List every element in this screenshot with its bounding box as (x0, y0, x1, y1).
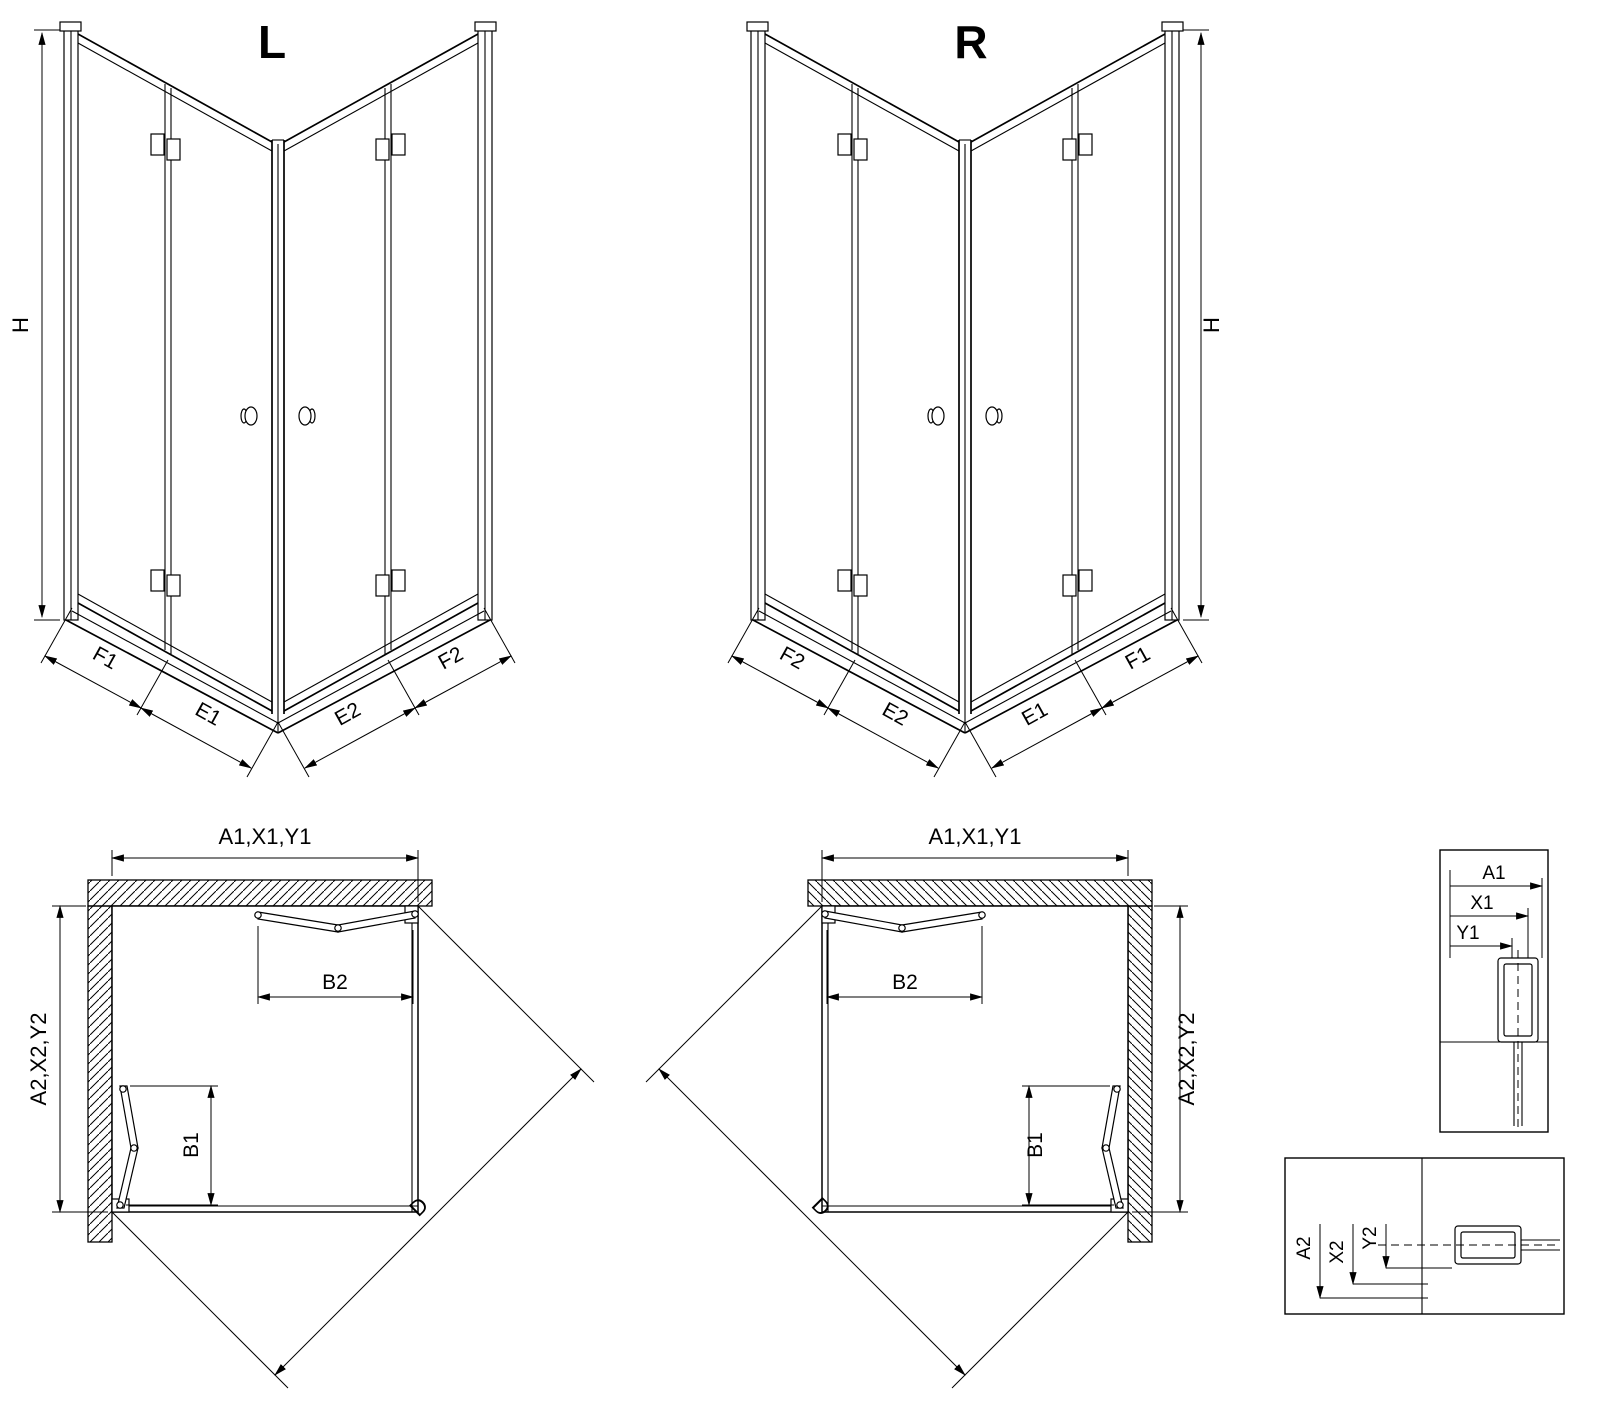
view-title-left: L (258, 16, 286, 68)
dim-label-height-right: H (1199, 317, 1224, 333)
dim-label-b1-plan-right: B1 (1024, 1132, 1047, 1158)
detail-label-x2: X2 (1327, 1240, 1348, 1263)
dim-label-depth-plan-right: A2,X2,Y2 (1174, 1013, 1199, 1106)
dim-label-depth-plan-left: A2,X2,Y2 (26, 1013, 51, 1106)
dim-label-width-plan-left: A1,X1,Y1 (219, 824, 312, 849)
plan-view-right (646, 850, 1188, 1388)
dim-label-b1-plan-left: B1 (180, 1132, 203, 1158)
detail-box-width: A1 X1 Y1 (1439, 849, 1549, 1133)
detail-label-x1: X1 (1470, 893, 1493, 914)
detail-box-depth: A2 X2 Y2 (1284, 1157, 1565, 1315)
plan-view-left (52, 850, 594, 1388)
detail-label-a1: A1 (1482, 863, 1505, 884)
dim-label-b2-plan-left: B2 (322, 971, 348, 994)
detail-label-a2: A2 (1294, 1236, 1315, 1259)
dim-label-width-plan-right: A1,X1,Y1 (929, 824, 1022, 849)
detail-label-y2: Y2 (1360, 1226, 1381, 1249)
view-title-right: R (954, 16, 987, 68)
dim-label-height-left: H (8, 317, 33, 333)
detail-label-y1: Y1 (1456, 923, 1479, 944)
dim-label-b2-plan-right: B2 (892, 971, 918, 994)
